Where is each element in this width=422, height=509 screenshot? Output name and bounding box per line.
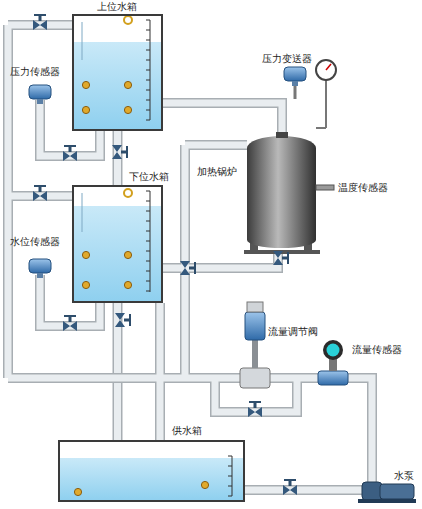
component-label: 温度传感器 bbox=[338, 182, 388, 194]
tank-label: 供水箱 bbox=[172, 425, 202, 437]
water-tank: 上位水箱 bbox=[72, 14, 163, 131]
component-label: 压力传感器 bbox=[10, 66, 60, 78]
component-label: 水泵 bbox=[394, 470, 414, 482]
water-tank: 下位水箱 bbox=[72, 185, 163, 303]
component-label: 流量传感器 bbox=[352, 344, 402, 356]
tank-label: 加热锅炉 bbox=[197, 166, 237, 178]
tank-label: 上位水箱 bbox=[97, 1, 137, 13]
component-label: 水位传感器 bbox=[10, 236, 60, 248]
supply-tank: 供水箱 bbox=[58, 440, 245, 502]
tank-label: 下位水箱 bbox=[129, 171, 169, 183]
component-label: 压力变送器 bbox=[262, 53, 312, 65]
heating-boiler: 加热锅炉 bbox=[245, 136, 318, 252]
component-label: 流量调节阀 bbox=[268, 326, 318, 338]
